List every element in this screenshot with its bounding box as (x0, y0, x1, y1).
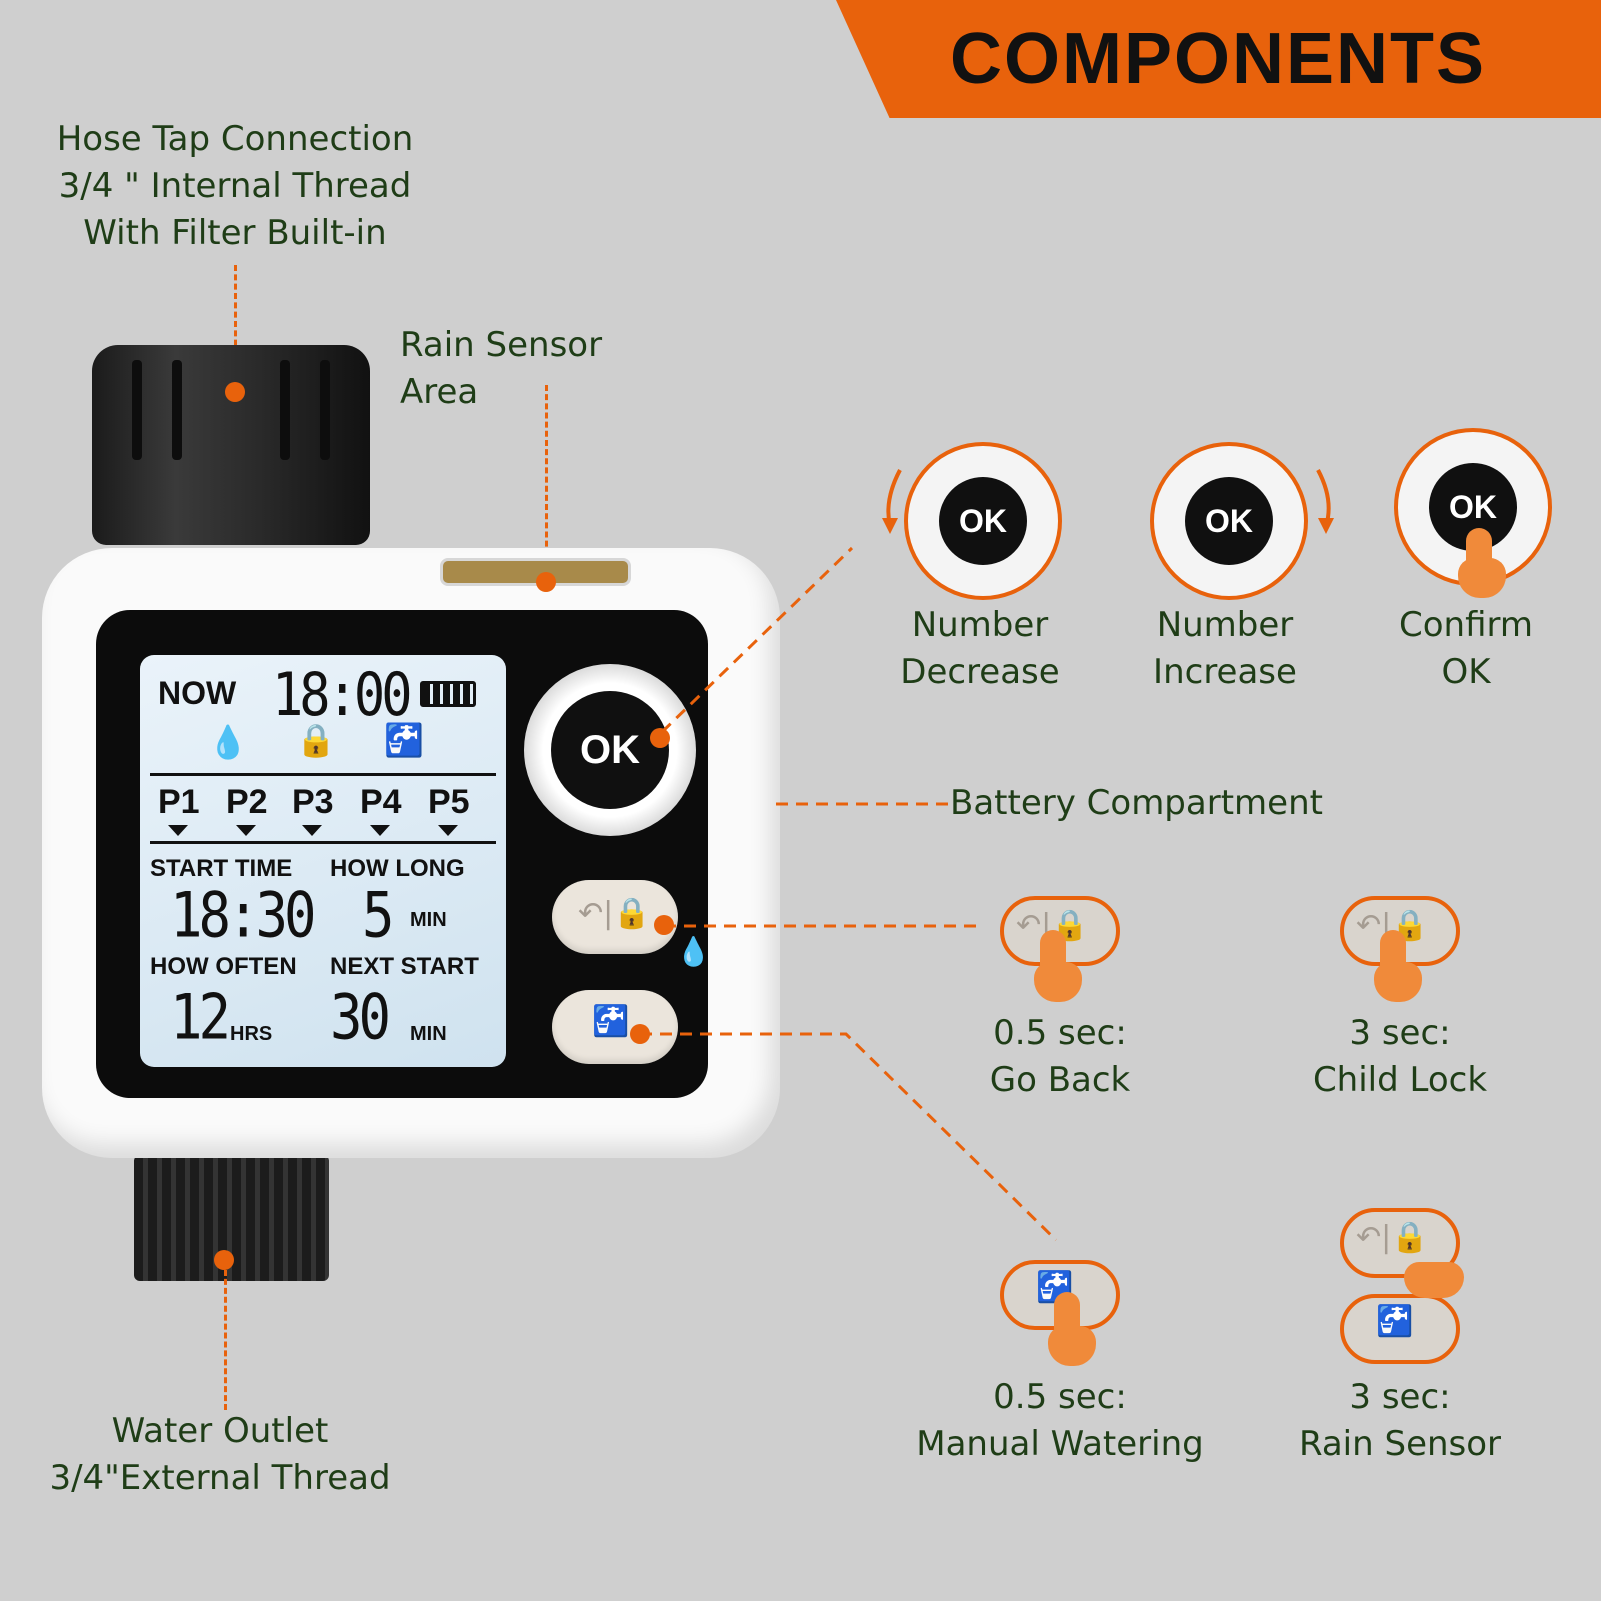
leader-line-knob (660, 546, 854, 734)
how-long-label: HOW LONG (330, 855, 465, 882)
finger-icon (1404, 1262, 1464, 1298)
battery-icon (420, 681, 476, 707)
knob-decrease-ok: OK (939, 477, 1027, 565)
faucet-icon: 🚰 (592, 1004, 630, 1039)
knob-increase-ok: OK (1185, 477, 1273, 565)
faucet-icon: 🚰 (1376, 1304, 1414, 1339)
rain-drop-icon: 💧 (208, 723, 248, 761)
program-p2: P2 (226, 783, 268, 821)
leader-line (224, 1270, 227, 1410)
hose-tap-label: Hose Tap Connection 3/4 " Internal Threa… (56, 119, 414, 253)
how-long-value: 5 (362, 879, 394, 952)
now-time: 18:00 (272, 661, 413, 730)
back-lock-icon: ↶|🔒 (578, 896, 651, 931)
rain-sensor-water-button-illustration (1340, 1294, 1460, 1364)
knob-confirm-caption: Confirm OK (1398, 605, 1533, 692)
back-lock-icon: ↶|🔒 (1356, 1220, 1429, 1255)
program-p5: P5 (428, 783, 470, 821)
banner-title: COMPONENTS (950, 19, 1487, 99)
battery-label: Battery Compartment (950, 783, 1323, 823)
rain-drop-icon: 💧 (676, 935, 711, 968)
lock-icon: 🔒 (296, 721, 336, 759)
rain-sensor-caption: 3 sec: Rain Sensor (1298, 1377, 1502, 1464)
how-often-unit: HRS (230, 1023, 273, 1045)
how-long-unit: MIN (410, 909, 447, 931)
marker-dot (650, 728, 670, 748)
now-label: NOW (158, 675, 237, 711)
arrow-cw (1316, 469, 1331, 527)
how-often-value: 12 (170, 981, 231, 1054)
title-banner (836, 0, 1601, 118)
manual-watering-caption: 0.5 sec: Manual Watering (916, 1377, 1204, 1464)
next-start-label: NEXT START (330, 953, 479, 980)
manual-water-button[interactable] (552, 990, 678, 1064)
arrow-ccw (886, 469, 902, 527)
lcd-screen: NOW 18:00 💧 🔒 🚰 P1 P2 P3 P4 P5 START TIM… (140, 655, 506, 1067)
program-p3: P3 (292, 783, 334, 821)
ok-button[interactable]: OK (551, 691, 669, 809)
rain-sensor-label: Rain Sensor Area (400, 325, 603, 412)
marker-dot (225, 382, 245, 402)
start-time-value: 18:30 (170, 879, 317, 952)
how-often-label: HOW OFTEN (150, 953, 297, 980)
knob-increase-caption: Number Increase (1153, 605, 1297, 692)
rain-sensor-strip (440, 558, 631, 586)
program-p1: P1 (158, 783, 200, 821)
leader-line (234, 265, 237, 383)
knob-decrease (904, 442, 1062, 600)
leader-line-manual (640, 1032, 1058, 1242)
leader-line (545, 385, 548, 565)
marker-dot (214, 1250, 234, 1270)
next-start-unit: MIN (410, 1023, 447, 1045)
start-time-label: START TIME (150, 855, 293, 882)
go-back-caption: 0.5 sec: Go Back (989, 1013, 1131, 1100)
water-outlet-label: Water Outlet 3/4"External Thread (49, 1411, 391, 1498)
child-lock-caption: 3 sec: Child Lock (1312, 1013, 1488, 1100)
faucet-icon: 🚰 (384, 721, 424, 759)
marker-dot (536, 572, 556, 592)
knob-decrease-caption: Number Decrease (900, 605, 1060, 692)
next-start-value: 30 (330, 981, 391, 1054)
program-p4: P4 (360, 783, 402, 821)
